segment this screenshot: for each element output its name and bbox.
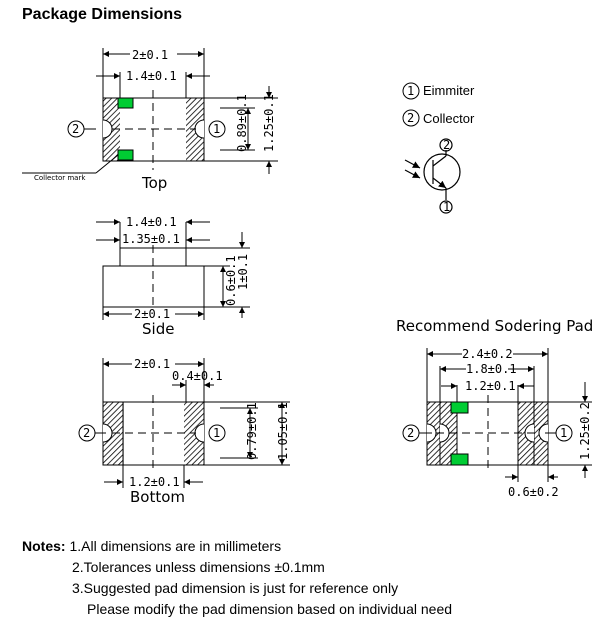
legend-pin1-name: Eimmiter [423, 83, 475, 98]
note-2: 2.Tolerances unless dimensions ±0.1mm [72, 559, 325, 575]
page-title: Package Dimensions [22, 6, 183, 23]
legend-pin2-name: Collector [423, 111, 475, 126]
notes-block: Notes: 1.All dimensions are in millimete… [22, 536, 452, 620]
bottom-pin-right: 1 [213, 426, 220, 440]
bottom-dim-height: 1.05±0.1 [276, 402, 290, 460]
bottom-view-label: Bottom [130, 488, 185, 506]
bottom-dim-gap: 1.2±0.1 [129, 475, 180, 489]
collector-mark-label: Collector mark [34, 174, 86, 182]
side-view [96, 219, 250, 320]
symbol-pin1-num: 1 [443, 200, 450, 214]
note-4: Please modify the pad dimension based on… [87, 601, 453, 617]
top-view-label: Top [141, 174, 167, 192]
notes-label: Notes: [22, 538, 66, 554]
top-dim-inner-h: 0.89±0.1 [235, 94, 249, 152]
bottom-pin-left: 2 [83, 426, 90, 440]
pad-dim-outer: 2.4±0.2 [462, 347, 513, 361]
pad-dim-pad: 0.6±0.2 [508, 485, 559, 499]
top-dim-inner: 1.4±0.1 [126, 69, 177, 83]
bottom-dim-inner-h: 0.79±0.1 [245, 402, 259, 460]
pin-legend [402, 82, 420, 127]
pad-dim-inner: 1.2±0.1 [465, 379, 516, 393]
pad-view-title: Recommend Sodering Pad [396, 317, 593, 335]
pad-dim-height: 1.25±0.2 [578, 402, 592, 460]
phototransistor-symbol-icon [404, 138, 461, 214]
legend-pin1-num: 1 [407, 84, 414, 98]
top-pin-left: 2 [72, 122, 79, 136]
top-pin-right: 1 [213, 122, 220, 136]
side-dim-h2: 1±0.1 [236, 254, 250, 290]
side-dim-h1: 0.6±0.1 [224, 255, 238, 306]
note-1: 1.All dimensions are in millimeters [69, 538, 282, 554]
bottom-view [78, 358, 290, 488]
side-view-label: Side [142, 320, 174, 338]
top-dim-height: 1.25±0.1 [262, 94, 276, 152]
pad-dim-mid: 1.8±0.1 [466, 362, 517, 376]
bottom-dim-width: 2±0.1 [134, 357, 170, 371]
legend-pin2-num: 2 [407, 111, 414, 125]
side-dim-width: 2±0.1 [134, 307, 170, 321]
bottom-dim-pad: 0.4±0.1 [172, 369, 223, 383]
pad-pin-right: 1 [560, 426, 567, 440]
symbol-pin2-num: 2 [443, 138, 450, 152]
pad-pin-left: 2 [407, 426, 414, 440]
top-dim-width: 2±0.1 [132, 48, 168, 62]
note-3: 3.Suggested pad dimension is just for re… [72, 580, 399, 596]
pad-view [402, 348, 592, 482]
top-view [22, 48, 278, 174]
side-dim-top1: 1.4±0.1 [126, 215, 177, 229]
side-dim-top2: 1.35±0.1 [122, 232, 180, 246]
dimension-drawing: 2±0.1 1.4±0.1 0.89±0.1 1.25±0.1 Top Coll… [22, 48, 593, 506]
